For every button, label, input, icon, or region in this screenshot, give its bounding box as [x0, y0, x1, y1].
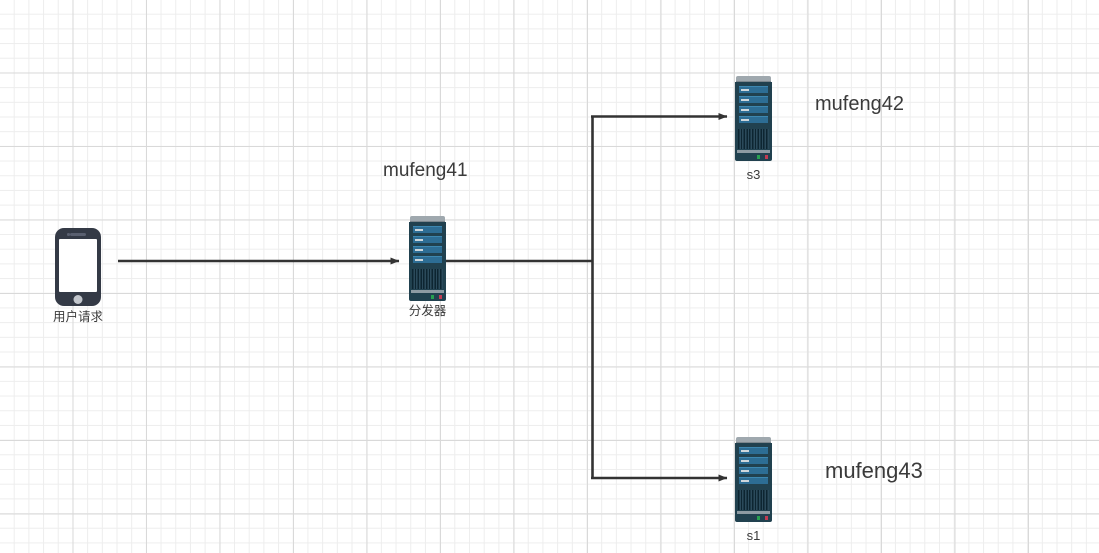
smartphone-icon [55, 228, 101, 306]
label-mufeng43: mufeng43 [825, 458, 923, 483]
node-backend-bottom[interactable]: s1 [735, 437, 772, 543]
label-mufeng41: mufeng41 [383, 160, 468, 181]
server-drive-bays [739, 86, 768, 123]
server-vent-grille [738, 129, 769, 149]
server-led-red-icon [764, 155, 768, 159]
node-caption-backend-top: s3 [746, 167, 761, 182]
phone-screen [59, 239, 97, 292]
node-caption-client: 用户请求 [52, 310, 104, 324]
server-base-trim [737, 511, 770, 514]
server-drive-bays [413, 226, 442, 263]
node-backend-top[interactable]: s3 [735, 76, 772, 182]
server-icon [409, 216, 446, 301]
server-drive-bays [739, 447, 768, 484]
node-client[interactable]: 用户请求 [53, 228, 103, 324]
phone-home-button-icon [73, 294, 83, 304]
server-led-green-icon [756, 516, 760, 520]
phone-speaker-icon [70, 233, 86, 236]
server-led-green-icon [430, 295, 434, 299]
label-mufeng42: mufeng42 [815, 93, 904, 115]
server-led-green-icon [756, 155, 760, 159]
node-dispatcher[interactable]: 分发器 [409, 216, 446, 318]
server-vent-grille [412, 269, 443, 289]
server-led-red-icon [764, 516, 768, 520]
server-led-red-icon [438, 295, 442, 299]
server-icon [735, 76, 772, 161]
server-vent-grille [738, 490, 769, 510]
server-base-trim [411, 290, 444, 293]
phone-camera-icon [67, 233, 70, 236]
node-caption-backend-bottom: s1 [746, 528, 761, 543]
server-base-trim [737, 150, 770, 153]
server-icon [735, 437, 772, 522]
node-caption-dispatcher: 分发器 [408, 304, 447, 318]
